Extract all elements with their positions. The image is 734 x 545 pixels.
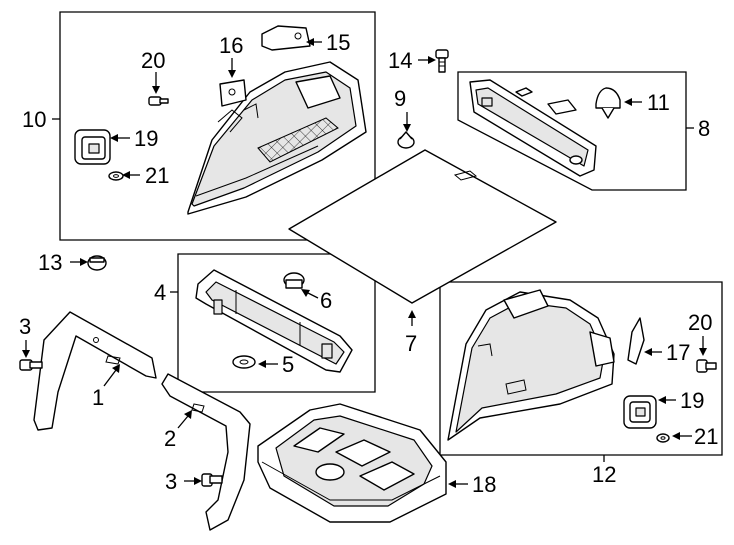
bolt-3-lower xyxy=(201,473,223,487)
callout-10: 9 xyxy=(394,86,406,111)
callout-3-lower: 3 xyxy=(165,469,177,494)
callout-21-left: 21 xyxy=(145,163,169,188)
bolt-3-upper xyxy=(19,359,43,371)
callout-15: 14 xyxy=(388,48,412,73)
trim-clip-17 xyxy=(219,79,247,107)
callout-20-right: 20 xyxy=(688,310,712,335)
callout-16: 15 xyxy=(326,30,350,55)
clip-10 xyxy=(397,131,415,149)
group-box-4 xyxy=(177,253,376,393)
trim-18 xyxy=(627,317,645,365)
callout-19-right: 19 xyxy=(680,388,704,413)
callout-12: 10 xyxy=(22,107,46,132)
side-bracket-2 xyxy=(161,373,251,531)
bolt-15 xyxy=(435,49,449,73)
callout-7: 7 xyxy=(405,331,417,356)
callout-21-right: 21 xyxy=(694,424,718,449)
rear-panel-trim xyxy=(469,79,597,177)
washer-21-left xyxy=(108,171,124,181)
pocket-19-right xyxy=(623,395,657,429)
callout-17: 16 xyxy=(219,33,243,58)
bolt-20-left xyxy=(148,96,169,106)
bolt-20-right xyxy=(696,359,717,373)
side-bracket-1 xyxy=(33,311,157,431)
callout-9: 8 xyxy=(698,116,710,141)
washer-21-right xyxy=(656,433,670,443)
callout-13: 12 xyxy=(592,462,616,487)
nut-6 xyxy=(283,272,305,289)
washer-5 xyxy=(232,355,256,369)
pocket-19-left xyxy=(74,129,111,165)
package-tray xyxy=(288,149,557,304)
callout-6: 6 xyxy=(320,288,332,313)
callout-14: 13 xyxy=(38,250,62,275)
callout-1: 1 xyxy=(92,385,104,410)
callout-labels: 10 15 16 20 19 21 14 9 11 8 13 4 6 5 7 3… xyxy=(19,30,718,497)
deflector-bracket xyxy=(195,269,353,373)
group-box-9 xyxy=(457,71,687,191)
left-quarter-trim xyxy=(187,61,367,215)
bracket-16 xyxy=(261,25,311,51)
leader-lines xyxy=(22,38,707,488)
callout-5: 5 xyxy=(282,352,294,377)
callout-4: 4 xyxy=(154,280,166,305)
callout-20-left: 20 xyxy=(141,48,165,73)
push-clip-11 xyxy=(595,87,621,119)
clip-14 xyxy=(87,255,107,271)
callout-18: 17 xyxy=(666,340,690,365)
callout-19-left: 19 xyxy=(134,126,158,151)
right-quarter-trim xyxy=(447,289,615,441)
callout-3-upper: 3 xyxy=(19,314,31,339)
spare-tray xyxy=(257,403,447,523)
group-box-13 xyxy=(439,281,723,456)
callout-2: 2 xyxy=(164,426,176,451)
callout-8: 18 xyxy=(472,472,496,497)
callout-11: 11 xyxy=(647,90,670,115)
